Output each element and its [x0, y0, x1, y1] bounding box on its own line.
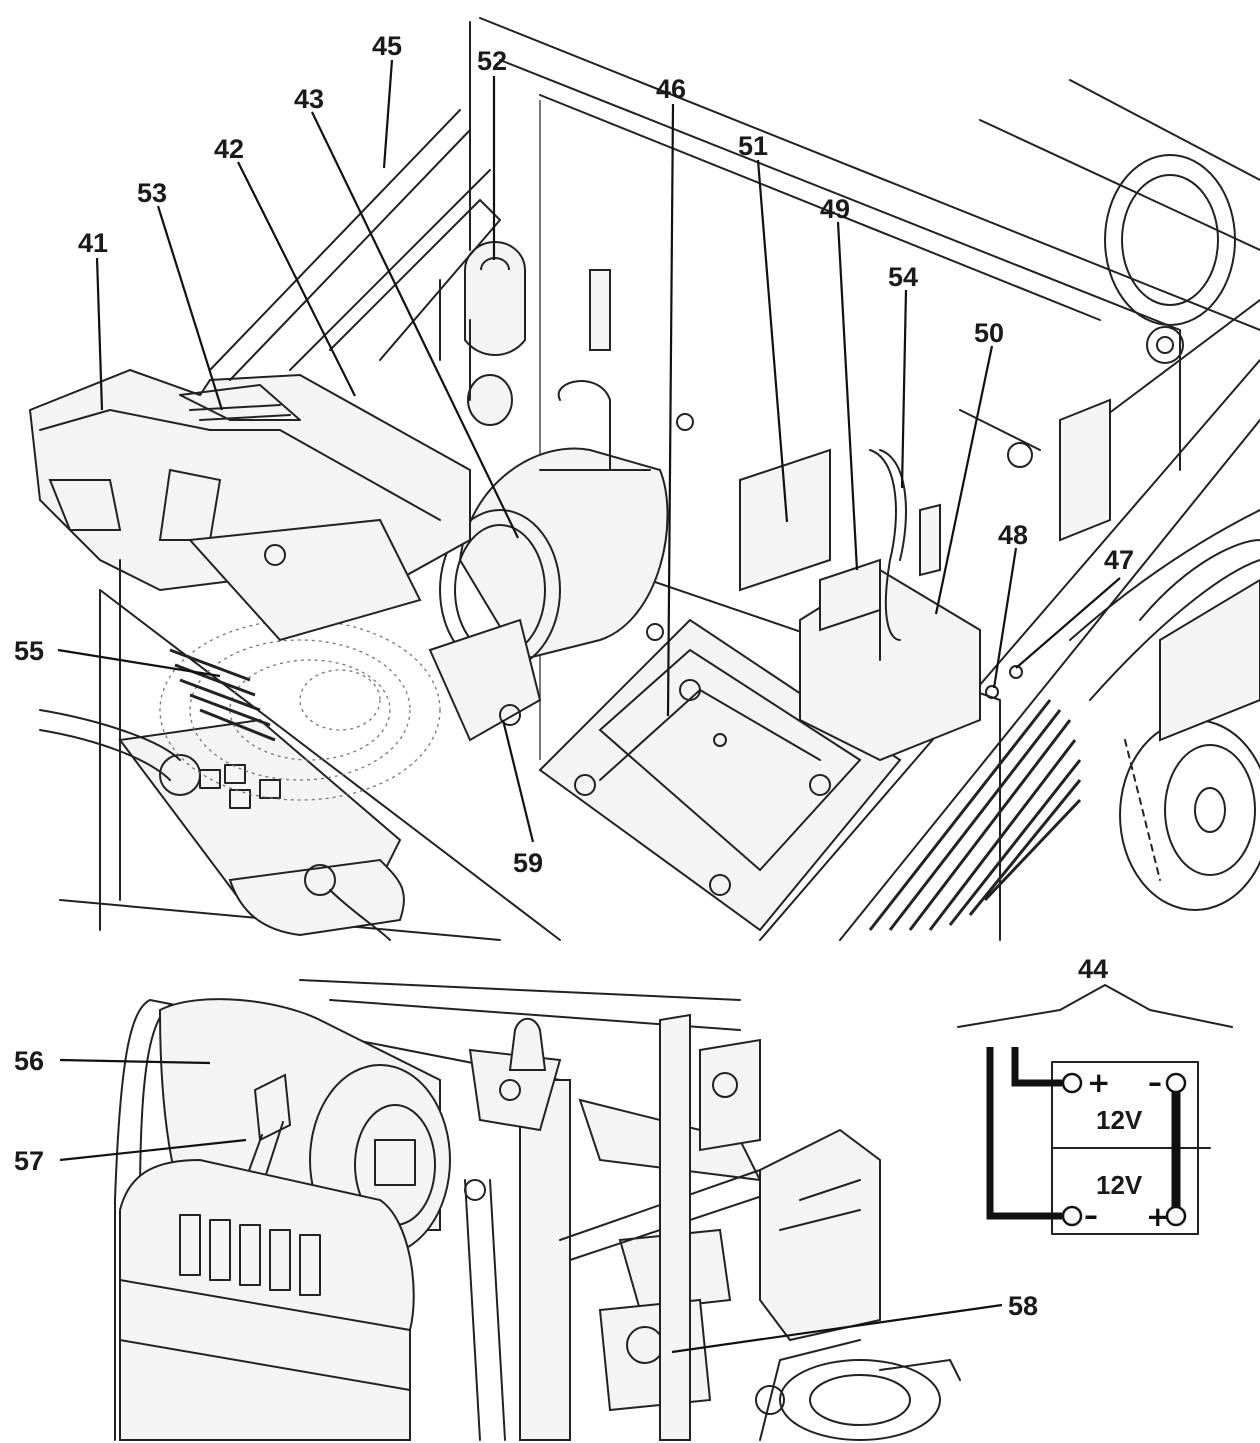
callout-57: 57	[14, 1146, 44, 1176]
side-grille-left	[169, 648, 276, 742]
terminal-top-right	[1165, 1072, 1187, 1094]
callout-46: 46	[656, 74, 686, 104]
callout-55: 55	[14, 636, 44, 666]
minus-symbol-top: –	[1148, 1066, 1162, 1099]
engine-bay-illustration	[28, 17, 1260, 941]
battery-top-voltage: 12V	[1096, 1105, 1143, 1135]
callout-50: 50	[974, 318, 1004, 348]
callout-41: 41	[78, 228, 108, 258]
battery-bottom-voltage: 12V	[1096, 1170, 1143, 1200]
terminal-bottom-left	[1061, 1205, 1083, 1227]
base-vents	[179, 1214, 321, 1296]
callout-47: 47	[1104, 545, 1134, 575]
callout-45: 45	[372, 31, 402, 61]
callout-51: 51	[738, 131, 768, 161]
plus-symbol-top: +	[1087, 1066, 1110, 1099]
side-grille-right	[868, 699, 1082, 931]
callout-48: 48	[998, 520, 1028, 550]
callout-49: 49	[820, 194, 850, 224]
terminal-bottom-right	[1165, 1205, 1187, 1227]
callout-43: 43	[294, 84, 324, 114]
plus-symbol-bottom: +	[1146, 1200, 1169, 1233]
callout-58: 58	[1008, 1291, 1038, 1321]
minus-symbol-bottom: –	[1084, 1199, 1098, 1232]
callout-59: 59	[513, 848, 543, 878]
callout-44: 44	[1078, 954, 1108, 984]
callout-56: 56	[14, 1046, 44, 1076]
callout-42: 42	[214, 134, 244, 164]
callout-54: 54	[888, 262, 918, 292]
terminal-top-left	[1061, 1072, 1083, 1094]
fuel-tank-illustration	[114, 979, 961, 1441]
battery-wiring-diagram: + – – + 12V 12V	[957, 984, 1233, 1235]
callout-52: 52	[477, 46, 507, 76]
callout-53: 53	[137, 178, 167, 208]
leader-lines	[57, 59, 1121, 1354]
callout-labels: 41 53 42 43 45 52 46 51 49 54 50 48 47 5…	[14, 31, 1134, 1321]
battery-bracket	[957, 984, 1233, 1028]
